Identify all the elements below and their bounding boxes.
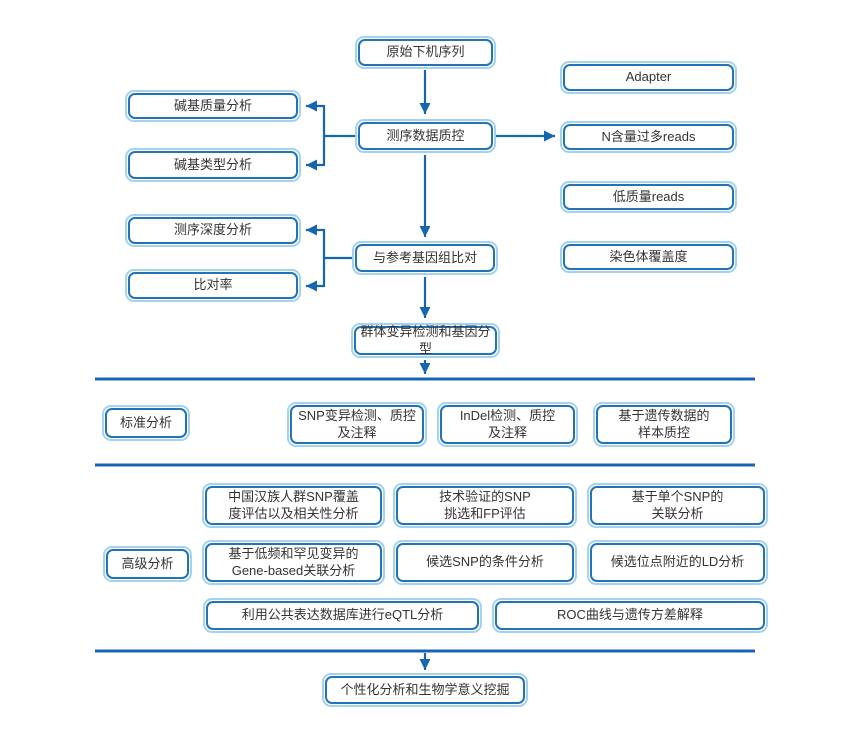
node-candidate-snp-conditional-label: 候选SNP的条件分析 bbox=[426, 554, 544, 570]
node-base-type-label: 碱基类型分析 bbox=[173, 156, 252, 172]
section-label-standard-text: 标准分析 bbox=[119, 414, 172, 430]
node-indel-detection-label: InDel检测、质控 及注释 bbox=[459, 407, 556, 440]
node-gene-based-association-label: 基于低频和罕见变异的 Gene-based关联分析 bbox=[228, 545, 359, 578]
node-low-quality-reads-label: 低质量reads bbox=[612, 188, 685, 204]
node-raw-sequence-label: 原始下机序列 bbox=[386, 44, 465, 60]
node-chromosome-coverage-label: 染色体覆盖度 bbox=[609, 248, 688, 264]
node-han-snp-coverage: 中国汉族人群SNP覆盖 度评估以及相关性分析 bbox=[202, 483, 385, 528]
node-n-reads-label: N含量过多reads bbox=[601, 128, 696, 144]
node-single-snp-association: 基于单个SNP的 关联分析 bbox=[587, 483, 768, 528]
node-sequencing-qc: 测序数据质控 bbox=[355, 119, 496, 153]
node-gene-based-association: 基于低频和罕见变异的 Gene-based关联分析 bbox=[202, 540, 385, 585]
node-personalized-analysis-label: 个性化分析和生物学意义挖掘 bbox=[340, 681, 510, 697]
node-genotyping: 群体变异检测和基因分型 bbox=[351, 323, 500, 358]
section-label-advanced: 高级分析 bbox=[103, 546, 192, 582]
node-mapping-rate-label: 比对率 bbox=[193, 277, 233, 293]
node-raw-sequence: 原始下机序列 bbox=[355, 36, 496, 69]
node-n-reads: N含量过多reads bbox=[560, 121, 737, 153]
node-depth-analysis-label: 测序深度分析 bbox=[173, 222, 252, 238]
section-label-advanced-text: 高级分析 bbox=[121, 555, 174, 571]
node-base-quality: 碱基质量分析 bbox=[125, 90, 301, 122]
node-indel-detection: InDel检测、质控 及注释 bbox=[437, 402, 578, 447]
node-sample-qc: 基于遗传数据的 样本质控 bbox=[593, 402, 735, 447]
node-candidate-snp-conditional: 候选SNP的条件分析 bbox=[393, 540, 577, 585]
node-snp-detection-label: SNP变异检测、质控 及注释 bbox=[298, 407, 416, 440]
node-validated-snp-fp-label: 技术验证的SNP 挑选和FP评估 bbox=[439, 488, 531, 521]
node-eqtl-analysis-label: 利用公共表达数据库进行eQTL分析 bbox=[241, 607, 444, 623]
node-adapter-label: Adapter bbox=[625, 69, 672, 85]
node-depth-analysis: 测序深度分析 bbox=[125, 214, 301, 247]
node-sample-qc-label: 基于遗传数据的 样本质控 bbox=[618, 407, 710, 440]
node-base-quality-label: 碱基质量分析 bbox=[173, 97, 252, 113]
node-base-type: 碱基类型分析 bbox=[125, 148, 301, 182]
node-ld-analysis-label: 候选位点附近的LD分析 bbox=[610, 554, 745, 570]
node-eqtl-analysis: 利用公共表达数据库进行eQTL分析 bbox=[203, 598, 482, 633]
node-sequencing-qc-label: 测序数据质控 bbox=[386, 127, 465, 143]
node-align-reference-label: 与参考基因组比对 bbox=[372, 249, 477, 265]
node-roc-variance-label: ROC曲线与遗传方差解释 bbox=[557, 607, 703, 623]
node-validated-snp-fp: 技术验证的SNP 挑选和FP评估 bbox=[393, 483, 577, 528]
node-align-reference: 与参考基因组比对 bbox=[352, 241, 498, 275]
node-personalized-analysis: 个性化分析和生物学意义挖掘 bbox=[322, 673, 528, 707]
node-ld-analysis: 候选位点附近的LD分析 bbox=[587, 540, 768, 585]
node-snp-detection: SNP变异检测、质控 及注释 bbox=[287, 402, 427, 447]
node-genotyping-label: 群体变异检测和基因分型 bbox=[360, 323, 491, 356]
node-han-snp-coverage-label: 中国汉族人群SNP覆盖 度评估以及相关性分析 bbox=[228, 488, 359, 521]
section-label-standard: 标准分析 bbox=[102, 405, 190, 441]
node-roc-variance: ROC曲线与遗传方差解释 bbox=[492, 598, 768, 633]
node-mapping-rate: 比对率 bbox=[125, 269, 301, 302]
node-low-quality-reads: 低质量reads bbox=[560, 181, 737, 213]
node-chromosome-coverage: 染色体覆盖度 bbox=[560, 241, 737, 273]
node-adapter: Adapter bbox=[560, 61, 737, 94]
node-single-snp-association-label: 基于单个SNP的 关联分析 bbox=[631, 488, 724, 521]
